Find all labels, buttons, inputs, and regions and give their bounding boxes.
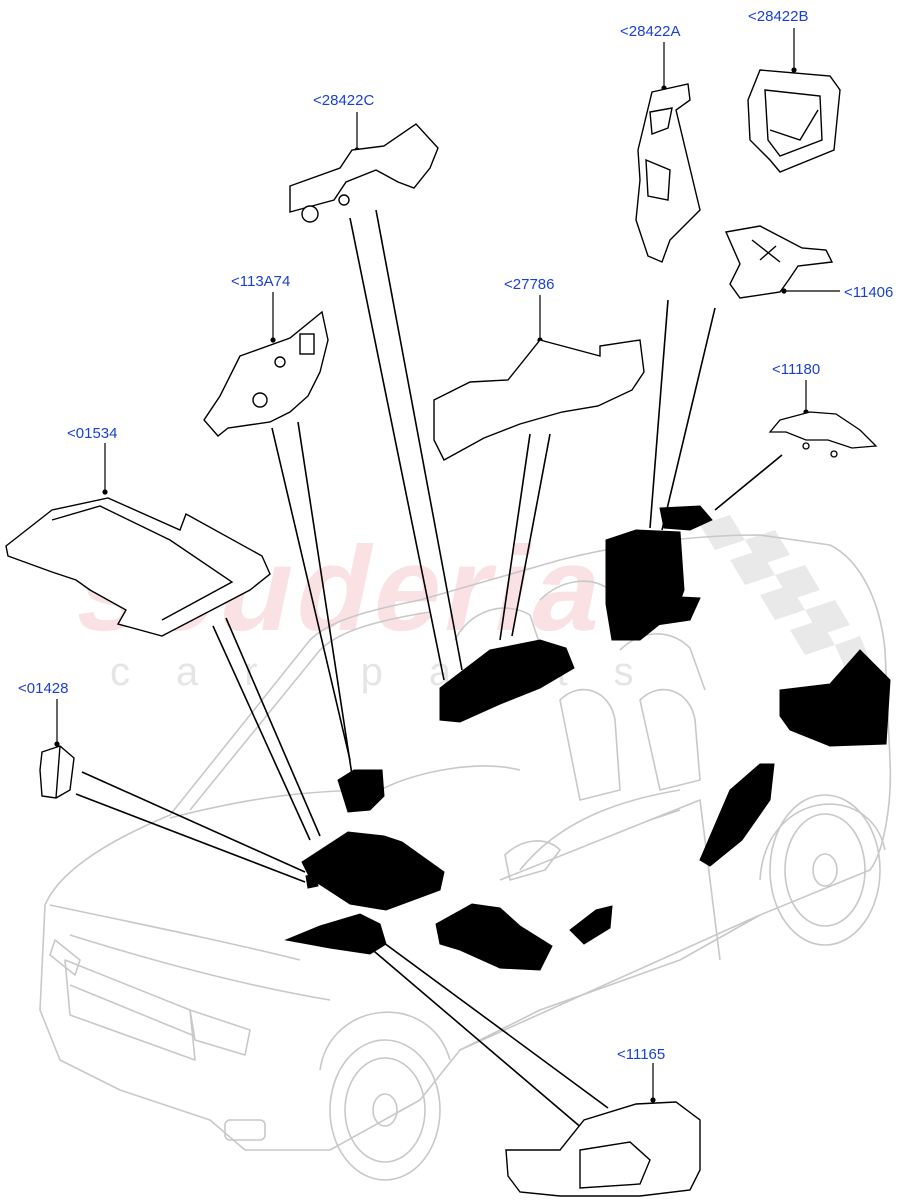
callout-27786[interactable]: <27786 — [504, 276, 555, 293]
part-113A74 — [203, 310, 329, 437]
callout-01428[interactable]: <01428 — [18, 680, 69, 697]
callout-28422C[interactable]: <28422C — [313, 92, 375, 109]
callout-28422B[interactable]: <28422B — [748, 8, 809, 25]
part-11165 — [505, 1101, 701, 1197]
watermark-checker — [700, 515, 870, 668]
part-28422A — [635, 83, 701, 263]
part-28422C — [289, 123, 439, 223]
leader-lines — [75, 209, 783, 1136]
callout-11180[interactable]: <11180 — [772, 361, 821, 378]
part-01534 — [5, 497, 271, 637]
installed-parts — [284, 505, 891, 971]
part-11406 — [725, 225, 834, 299]
callout-01534[interactable]: <01534 — [67, 425, 118, 442]
part-01428 — [39, 745, 75, 799]
callout-11165[interactable]: <11165 — [617, 1046, 666, 1063]
part-27786 — [433, 339, 645, 461]
callout-28422A[interactable]: <28422A — [620, 23, 681, 40]
callout-ticks — [54, 28, 840, 1103]
part-28422B — [747, 69, 841, 173]
part-11180 — [768, 411, 878, 458]
callout-11406[interactable]: <11406 — [844, 284, 894, 301]
vehicle-outline — [39, 534, 892, 1181]
callout-113A74[interactable]: <113A74 — [231, 273, 291, 290]
